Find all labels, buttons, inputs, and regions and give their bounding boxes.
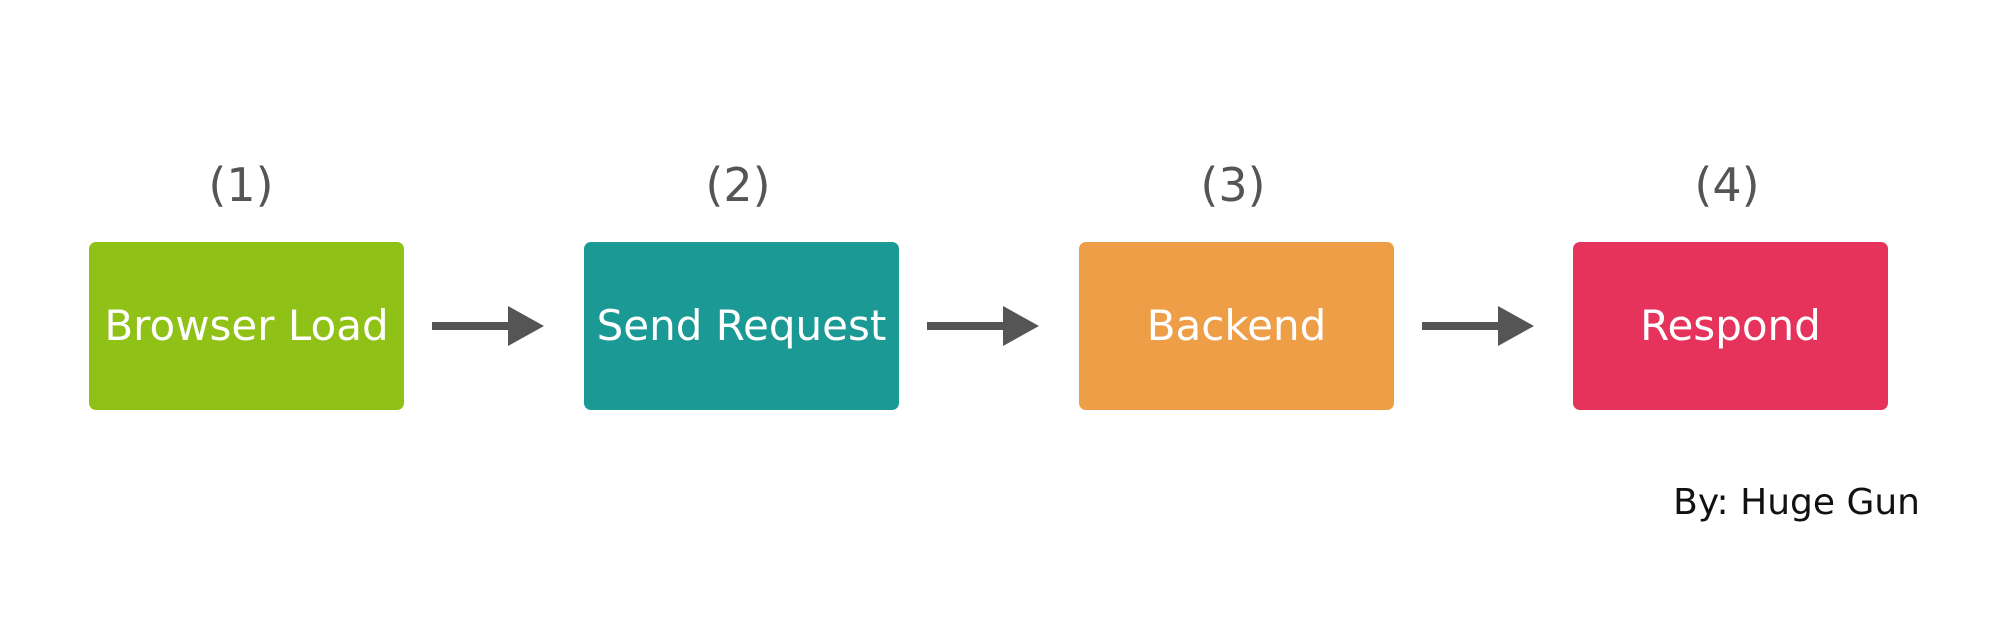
step-box-send-request: Send Request: [584, 242, 899, 410]
step-box-backend: Backend: [1079, 242, 1394, 410]
step-label-send-request: Send Request: [596, 301, 887, 350]
step-label-browser-load: Browser Load: [104, 301, 389, 350]
step-box-respond: Respond: [1573, 242, 1888, 410]
step-label-backend: Backend: [1146, 301, 1327, 350]
step-number-4: (4): [1694, 158, 1760, 212]
arrow-right-icon: [432, 306, 544, 346]
author-credit: By: Huge Gun: [1673, 482, 1920, 523]
step-number-1: (1): [208, 158, 274, 212]
arrow-right-icon: [927, 306, 1039, 346]
step-label-respond: Respond: [1640, 301, 1821, 350]
step-number-2: (2): [705, 158, 771, 212]
arrow-right-icon: [1422, 306, 1534, 346]
step-box-browser-load: Browser Load: [89, 242, 404, 410]
step-number-3: (3): [1200, 158, 1266, 212]
